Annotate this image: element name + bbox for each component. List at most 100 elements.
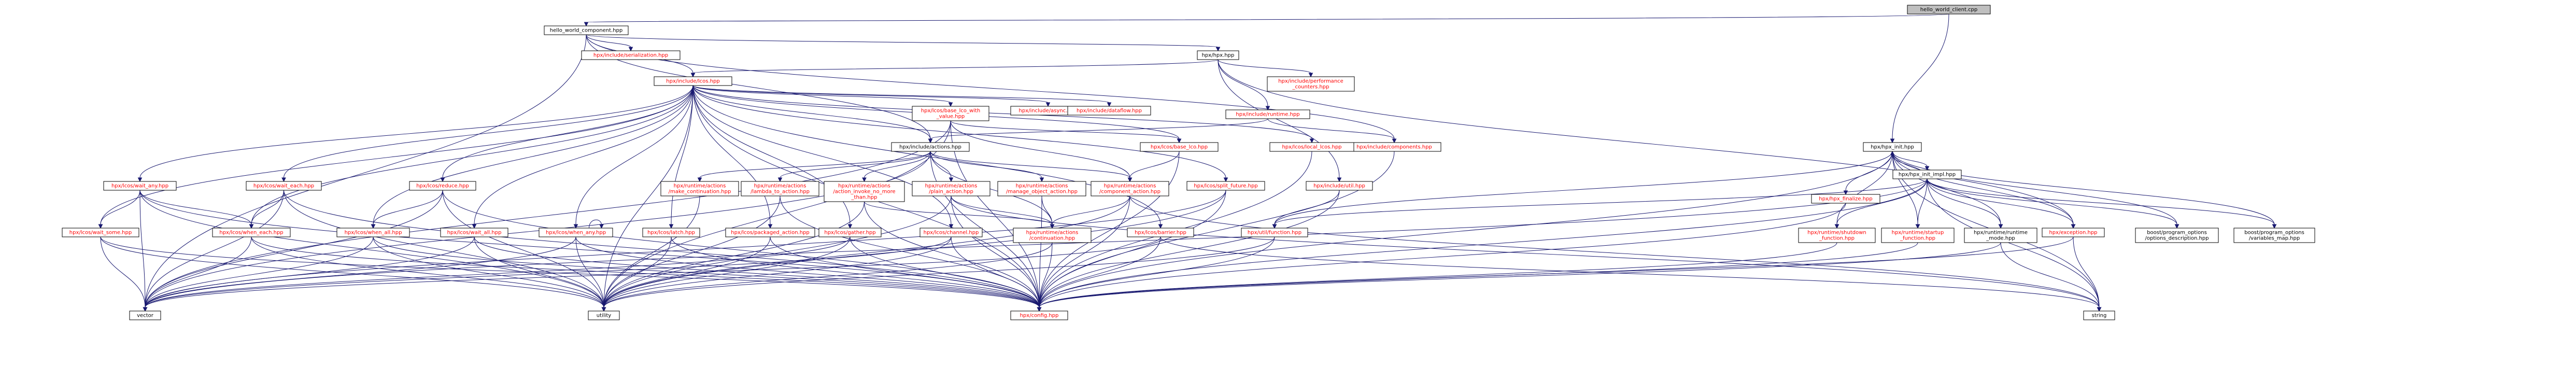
include-edge — [281, 85, 693, 182]
include-edge — [1915, 178, 1928, 229]
include-edge — [692, 85, 1163, 229]
node-wait-all[interactable]: hpx/lcos/wait_all.hpp — [440, 228, 508, 237]
node-channel[interactable]: hpx/lcos/channel.hpp — [919, 228, 983, 237]
include-edge — [139, 190, 148, 312]
node-when-each[interactable]: hpx/lcos/when_each.hpp — [212, 228, 291, 237]
node-label: hpx/exception.hpp — [2049, 230, 2097, 236]
include-edge — [697, 151, 931, 182]
include-edge — [143, 190, 1226, 312]
include-edge — [669, 85, 693, 229]
node-local-lcos[interactable]: hpx/lcos/local_lcos.hpp — [1269, 142, 1354, 152]
include-edge — [690, 59, 1219, 78]
node-continuation[interactable]: hpx/runtime/actions/continuation.hpp — [1013, 228, 1092, 243]
node-label: _value.hpp — [936, 114, 965, 120]
node-wait-any[interactable]: hpx/lcos/wait_any.hpp — [103, 181, 177, 191]
include-edge — [950, 120, 1182, 144]
node-hpx-finalize[interactable]: hpx/hpx_finalize.hpp — [1811, 194, 1880, 204]
node-runtime-mode: hpx/runtime/runtime_mode.hpp — [1964, 228, 2037, 243]
node-perf[interactable]: hpx/include/performance_counters.hpp — [1267, 76, 1355, 92]
node-label: hpx/util/function.hpp — [1248, 230, 1301, 236]
include-edge — [951, 195, 1042, 312]
node-label: hpx/lcos/when_any.hpp — [546, 230, 606, 236]
node-lambda-to[interactable]: hpx/runtime/actions/lambda_to_action.hpp — [741, 181, 819, 196]
node-manage-obj[interactable]: hpx/runtime/actions/manage_object_action… — [997, 181, 1086, 196]
include-edge — [1892, 151, 1930, 171]
node-label: /action_invoke_no_more — [833, 189, 895, 195]
node-util-std[interactable]: hpx/include/util.hpp — [1306, 181, 1373, 191]
node-when-any[interactable]: hpx/lcos/when_any.hpp — [539, 228, 613, 237]
include-edge — [371, 190, 443, 229]
node-reduce[interactable]: hpx/lcos/reduce.hpp — [409, 181, 476, 191]
node-label: hpx/lcos/channel.hpp — [924, 230, 979, 236]
node-action-invoke[interactable]: hpx/runtime/actions/action_invoke_no_mor… — [824, 181, 905, 202]
node-label: hpx/include/performance — [1278, 79, 1343, 84]
node-wait-each[interactable]: hpx/lcos/wait_each.hpp — [246, 181, 322, 191]
node-latch[interactable]: hpx/lcos/latch.hpp — [642, 228, 700, 237]
include-edge — [100, 236, 148, 312]
node-label: hello_world_client.cpp — [1920, 7, 1978, 13]
node-barrier[interactable]: hpx/lcos/barrier.hpp — [1127, 228, 1194, 237]
include-edge — [1037, 203, 1846, 312]
node-label: hpx/include/util.hpp — [1313, 184, 1365, 189]
node-label: hpx/lcos/reduce.hpp — [416, 184, 469, 189]
node-label: hpx/lcos/wait_all.hpp — [447, 230, 502, 236]
include-edge — [139, 190, 606, 312]
include-edge — [951, 195, 2102, 312]
node-comp-action[interactable]: hpx/runtime/actions/component_action.hpp — [1091, 181, 1169, 196]
include-edge — [1927, 178, 2277, 229]
include-edge — [2073, 236, 2102, 312]
node-label: /make_continuation.hpp — [669, 189, 731, 195]
include-edge — [1892, 151, 2179, 229]
node-label: hpx/hpx_init_impl.hpp — [1899, 172, 1956, 178]
node-label: vector — [137, 313, 154, 319]
include-edge — [1160, 236, 2102, 312]
node-label: hpx/runtime/shutdown — [1807, 230, 1866, 236]
include-edge — [1927, 178, 2179, 229]
node-label: hpx/include/serialization.hpp — [593, 53, 668, 59]
include-edge — [440, 85, 693, 182]
include-edge — [573, 85, 693, 229]
node-shutdown-fn[interactable]: hpx/runtime/shutdown_function.hpp — [1798, 228, 1876, 243]
node-base-lco[interactable]: hpx/lcos/base_lco.hpp — [1140, 142, 1219, 152]
node-components[interactable]: hpx/include/components.hpp — [1347, 142, 1441, 152]
node-dataflow[interactable]: hpx/include/dataflow.hpp — [1067, 106, 1151, 116]
node-hwc: hello_world_component.hpp — [544, 25, 629, 35]
include-edge — [1129, 195, 2102, 312]
node-when-all[interactable]: hpx/lcos/when_all.hpp — [336, 228, 410, 237]
node-label: hpx/include/components.hpp — [1356, 145, 1432, 150]
include-edge — [930, 151, 1044, 182]
node-plain-action[interactable]: hpx/runtime/actions/plain_action.hpp — [912, 181, 990, 196]
include-edge — [589, 219, 604, 229]
node-config[interactable]: hpx/config.hpp — [1010, 310, 1068, 320]
node-label: /plain_action.hpp — [929, 189, 973, 195]
include-edge — [1272, 190, 1340, 229]
node-label: hpx/runtime/actions — [674, 184, 726, 189]
include-edge — [777, 151, 931, 182]
node-base-lco-wv[interactable]: hpx/lcos/base_lco_with_value.hpp — [912, 106, 989, 121]
node-label: hpx/hpx_finalize.hpp — [1819, 196, 1873, 202]
node-label: _than.hpp — [851, 195, 877, 201]
node-bind-fn[interactable]: hpx/util/function.hpp — [1241, 228, 1308, 237]
node-label: hpx/include/dataflow.hpp — [1077, 108, 1142, 114]
include-edge — [692, 85, 954, 229]
node-wait-some[interactable]: hpx/lcos/wait_some.hpp — [62, 228, 139, 237]
node-startup-fn[interactable]: hpx/runtime/startup_function.hpp — [1881, 228, 1955, 243]
node-label: hpx/config.hpp — [1020, 313, 1059, 319]
node-serialization[interactable]: hpx/include/serialization.hpp — [581, 50, 681, 60]
node-lcos[interactable]: hpx/include/lcos.hpp — [654, 76, 732, 86]
include-edge — [1843, 151, 1893, 195]
node-label: hpx/lcos/gather.hpp — [824, 230, 875, 236]
include-edge — [601, 236, 771, 312]
node-make-cont[interactable]: hpx/runtime/actions/make_continuation.hp… — [660, 181, 739, 196]
include-edge — [1834, 178, 1928, 229]
include-edge — [143, 190, 284, 312]
node-gather[interactable]: hpx/lcos/gather.hpp — [818, 228, 882, 237]
include-edge — [1927, 178, 2076, 229]
node-runtime-inc[interactable]: hpx/include/runtime.hpp — [1225, 109, 1310, 119]
node-split-future[interactable]: hpx/lcos/split_future.hpp — [1186, 181, 1265, 191]
node-packaged-action[interactable]: hpx/lcos/packaged_action.hpp — [725, 228, 815, 237]
node-exception[interactable]: hpx/exception.hpp — [2042, 228, 2105, 237]
include-edge — [601, 242, 1053, 312]
node-label: hpx/lcos/wait_any.hpp — [111, 184, 168, 189]
node-label: /continuation.hpp — [1029, 236, 1075, 242]
